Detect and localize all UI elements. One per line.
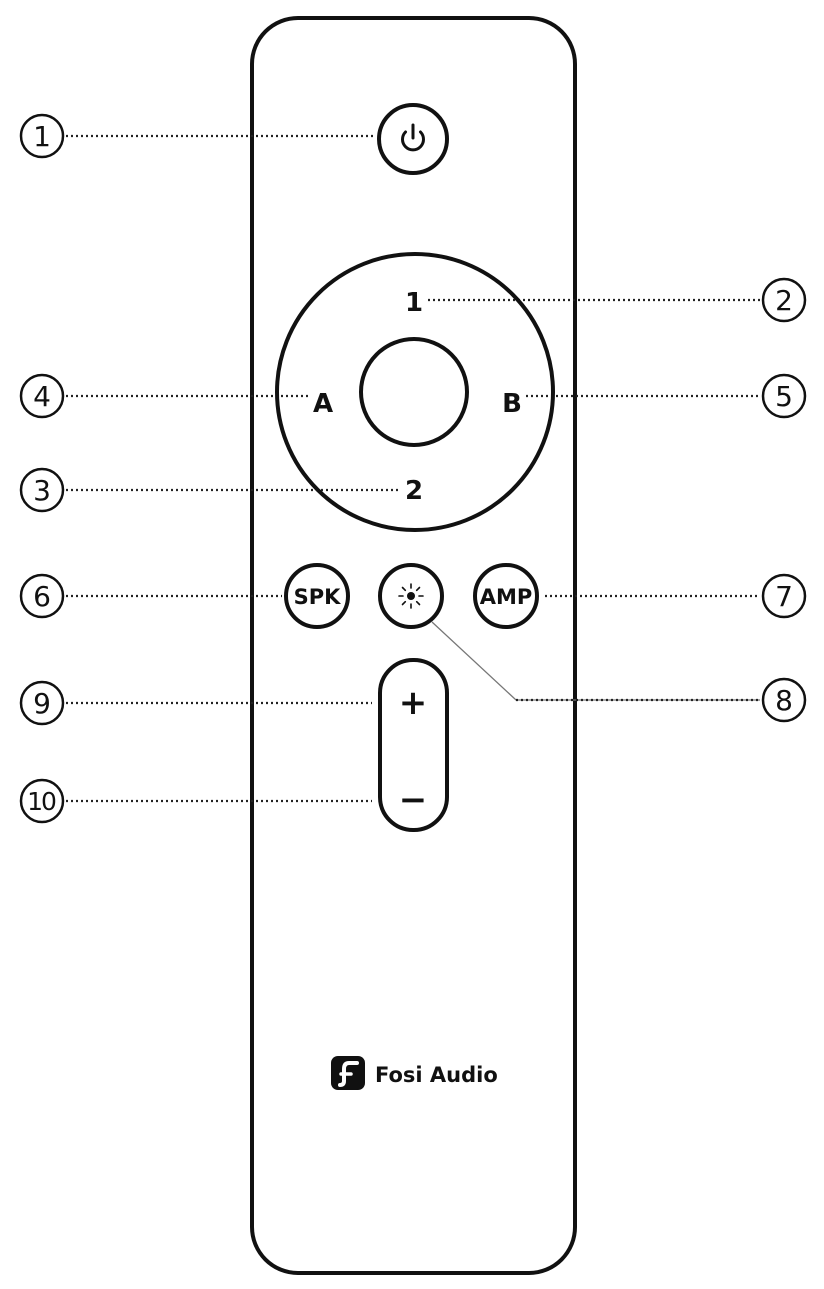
fosi-audio-logo-icon [331,1056,365,1090]
dpad-ring[interactable] [275,252,555,532]
callout-4: 4 [19,373,65,419]
brand-name: Fosi Audio [375,1063,498,1087]
svg-text:9: 9 [33,687,51,720]
svg-text:3: 3 [33,474,51,507]
svg-text:2: 2 [775,284,793,317]
callout-2: 2 [761,277,807,323]
callout-1: 1 [19,113,65,159]
callout-9: 9 [19,680,65,726]
spk-label: SPK [294,585,342,609]
svg-text:5: 5 [775,380,793,413]
svg-text:1: 1 [33,120,51,153]
callout-7: 7 [761,573,807,619]
svg-text:7: 7 [775,580,793,613]
dpad-left-label[interactable]: A [313,389,333,419]
volume-up-button[interactable]: + [399,683,428,723]
dpad-right-label[interactable]: B [502,389,522,419]
power-icon [401,123,425,152]
leader-line-8 [431,621,760,701]
svg-text:4: 4 [33,380,51,413]
svg-text:10: 10 [27,787,56,816]
dpad-center-button[interactable] [359,337,469,447]
brightness-icon [398,583,424,609]
remote-body [250,16,577,1275]
callout-5: 5 [761,373,807,419]
spk-button[interactable]: SPK [284,563,350,629]
amp-label: AMP [480,585,533,609]
power-button[interactable] [377,103,449,175]
light-button[interactable] [378,563,444,629]
callout-10: 10 [19,778,65,824]
svg-text:8: 8 [775,684,793,717]
dpad-down-label[interactable]: 2 [405,476,423,506]
callout-3: 3 [19,467,65,513]
leader-lines [66,134,760,803]
callout-8: 8 [761,677,807,723]
volume-down-button[interactable]: − [399,780,428,820]
dpad-up-label[interactable]: 1 [405,288,423,318]
callout-6: 6 [19,573,65,619]
volume-rocker [378,658,449,832]
amp-button[interactable]: AMP [473,563,539,629]
svg-text:6: 6 [33,580,51,613]
